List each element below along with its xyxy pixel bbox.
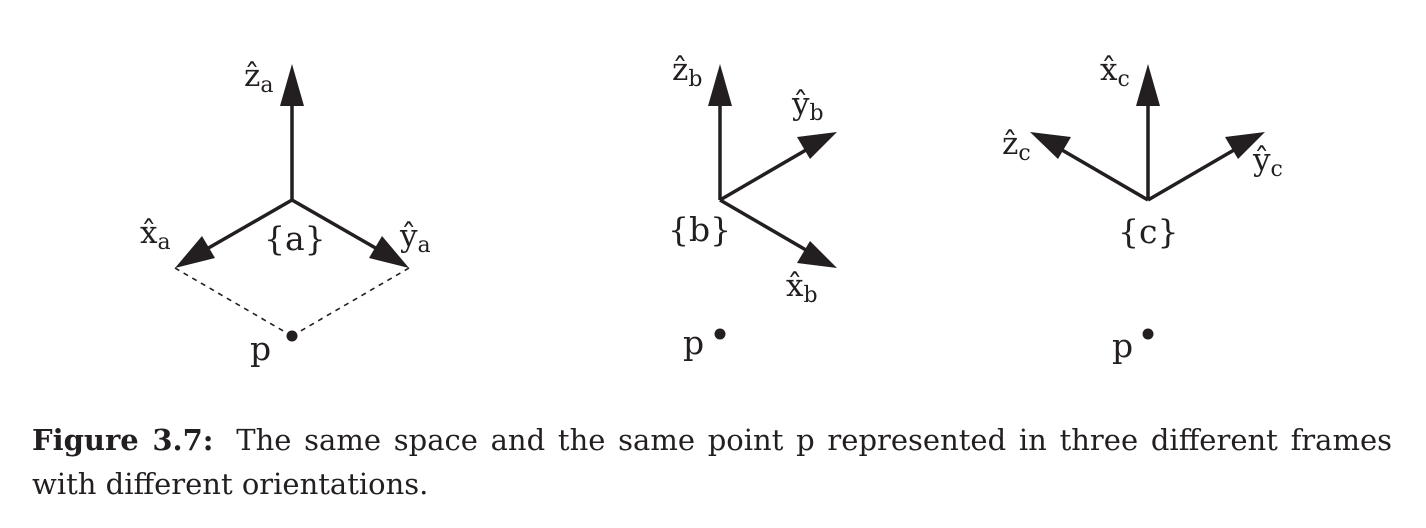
- frame-b-y-arrowhead: [797, 132, 837, 159]
- frame-a: p {a} ẑa x̂a ŷa: [140, 58, 431, 368]
- figure-label: Figure 3.7:: [32, 423, 214, 457]
- frame-a-y-arrowhead: [369, 236, 409, 268]
- frame-a-y-label: ŷa: [399, 218, 431, 258]
- frame-c-x-label: x̂c: [1100, 52, 1130, 92]
- frame-b-y-axis: [719, 148, 807, 202]
- point-p-c-label: p: [1112, 326, 1133, 365]
- frame-a-projection-x: [174, 267, 293, 337]
- point-p-a-label: p: [250, 329, 271, 368]
- frame-c-z-arrowhead: [1030, 132, 1071, 159]
- frame-c-x-arrowhead: [1136, 64, 1160, 106]
- frame-b-y-label: ŷb: [791, 86, 824, 126]
- frame-c-z-label: ẑc: [1002, 126, 1031, 166]
- point-p-a: [286, 330, 298, 342]
- frame-a-z-label: ẑa: [244, 58, 273, 98]
- frame-c: p {c} x̂c ẑc ŷc: [1002, 52, 1283, 365]
- frame-c-y-arrowhead: [1225, 132, 1265, 159]
- frame-c-z-axis: [1061, 148, 1149, 202]
- frame-c-y-axis: [1147, 148, 1235, 202]
- frame-a-label: {a}: [264, 219, 326, 258]
- point-p-b: [714, 328, 726, 340]
- frame-b-label: {b}: [668, 210, 731, 249]
- frame-a-x-arrowhead: [175, 236, 215, 268]
- point-p-b-label: p: [683, 323, 704, 362]
- frame-c-y-label: ŷc: [1252, 142, 1283, 182]
- frame-a-y-axis: [291, 198, 380, 252]
- frame-b-x-label: x̂b: [786, 268, 818, 308]
- frame-a-z-arrowhead: [280, 64, 304, 106]
- frames-diagram: p {a} ẑa x̂a ŷa p {b} ẑb ŷb x̂b: [140, 52, 1283, 368]
- frame-b: p {b} ẑb ŷb x̂b: [668, 52, 837, 362]
- frame-b-z-label: ẑb: [672, 52, 702, 92]
- frame-a-projection-y: [291, 267, 410, 337]
- frame-b-z-arrowhead: [708, 64, 732, 106]
- frame-c-label: {c}: [1118, 212, 1178, 251]
- figure-caption: Figure 3.7: The same space and the same …: [32, 418, 1392, 506]
- frame-a-x-label: x̂a: [140, 215, 171, 255]
- point-p-c: [1142, 328, 1154, 340]
- caption-text: The same space and the same point p repr…: [32, 423, 1392, 501]
- frame-a-x-axis: [204, 198, 293, 252]
- frame-b-x-axis: [719, 198, 807, 252]
- frame-b-x-arrowhead: [797, 241, 837, 268]
